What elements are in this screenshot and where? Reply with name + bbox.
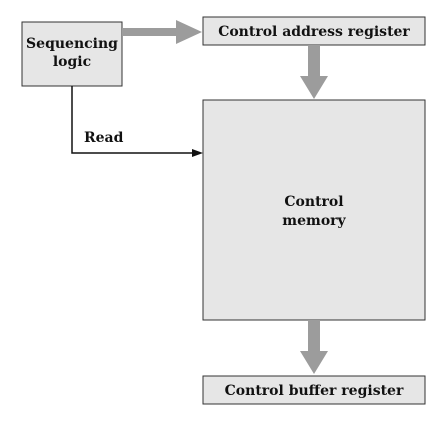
read-signal-line (71, 86, 192, 154)
arrow-address-register-to-memory (300, 45, 328, 99)
read-signal-arrowhead (192, 149, 203, 157)
sequencing-logic-box (21, 21, 123, 87)
control-buffer-register-label: Control buffer register (225, 383, 404, 399)
control-address-register-label: Control address register (218, 24, 410, 40)
control-memory-block: Control memory (202, 99, 426, 321)
control-memory-label-line2: memory (282, 213, 346, 229)
sequencing-logic-label-line2: logic (53, 54, 91, 70)
sequencing-logic-block: Sequencing logic (21, 21, 123, 87)
control-address-register-box (202, 16, 426, 46)
control-buffer-register-block: Control buffer register (202, 375, 426, 405)
control-address-register-block: Control address register (202, 16, 426, 46)
arrow-memory-to-buffer-register (300, 320, 328, 374)
control-memory-label-line1: Control (284, 194, 343, 210)
arrow-sequencing-to-address-register (122, 20, 202, 44)
control-memory-box (202, 99, 426, 321)
control-buffer-register-box (202, 375, 426, 405)
read-signal: Read (71, 86, 203, 157)
read-label: Read (84, 130, 124, 146)
sequencing-logic-label-line1: Sequencing (26, 36, 118, 52)
